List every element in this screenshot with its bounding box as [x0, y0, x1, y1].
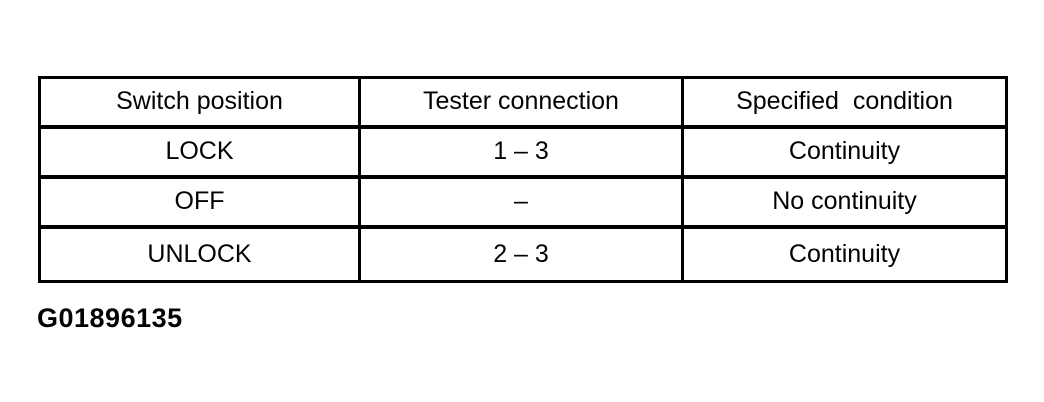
- cell-tester-connection: –: [358, 174, 684, 228]
- table-row-unlock: UNLOCK 2 – 3 Continuity: [38, 224, 1008, 283]
- cell-tester-connection: 1 – 3: [358, 124, 684, 178]
- column-header-switch-position: Switch position: [38, 76, 361, 129]
- cell-switch-position: UNLOCK: [38, 224, 361, 283]
- column-header-specified-condition: Specified condition: [681, 76, 1008, 129]
- cell-specified-condition: Continuity: [681, 224, 1008, 283]
- cell-switch-position: LOCK: [38, 124, 361, 178]
- header-row: Switch position Tester connection Specif…: [38, 76, 1008, 129]
- cell-specified-condition: No continuity: [681, 174, 1008, 228]
- cell-switch-position: OFF: [38, 174, 361, 228]
- figure-id: G01896135: [37, 303, 183, 333]
- column-header-tester-connection: Tester connection: [358, 76, 684, 129]
- cell-specified-condition: Continuity: [681, 124, 1008, 178]
- cell-tester-connection: 2 – 3: [358, 224, 684, 283]
- table-row-off: OFF – No continuity: [38, 174, 1008, 228]
- continuity-spec-table: Switch position Tester connection Specif…: [38, 76, 1008, 283]
- table-row-lock: LOCK 1 – 3 Continuity: [38, 124, 1008, 178]
